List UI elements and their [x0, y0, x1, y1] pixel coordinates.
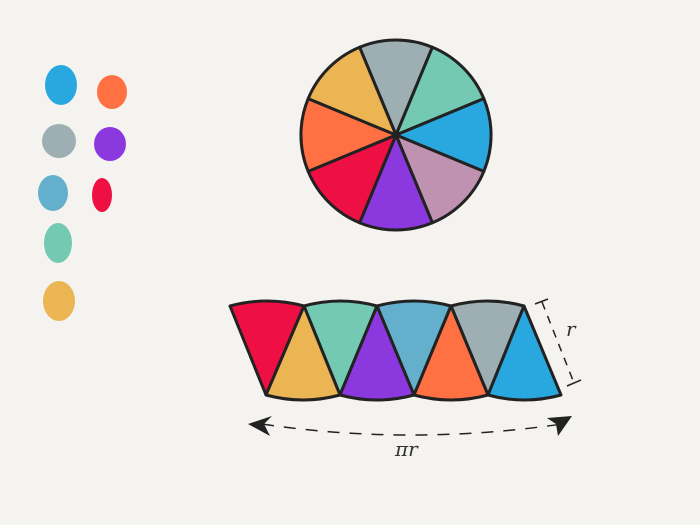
sectored-circle: [299, 38, 493, 232]
swatch-red: [92, 178, 112, 212]
circle-sector-blue: [394, 97, 493, 173]
swatch-gold: [43, 281, 75, 321]
rearranged-sector-strip: [228, 299, 563, 402]
half-circumference-dimension-line: [261, 423, 563, 436]
circle-sector-grey: [358, 38, 434, 137]
swatch-orange: [97, 75, 127, 109]
color-swatches: [38, 65, 127, 321]
radius-dimension-tick-top: [534, 298, 549, 305]
strip-sector-up-blue: [486, 304, 563, 402]
circle-sector-teal: [394, 45, 486, 137]
swatch-blue: [45, 65, 77, 105]
circle-sector-orange: [299, 97, 398, 173]
arrowhead-left-icon: [248, 416, 272, 436]
swatch-grey: [42, 124, 76, 158]
half-circumference-label: πr: [394, 437, 419, 461]
radius-dimension-tick-bottom: [566, 379, 582, 387]
circle-sector-gold: [306, 45, 398, 137]
half-circumference-dimension: πr: [248, 416, 572, 461]
circle-sector-mauve: [394, 133, 486, 225]
radius-dimension: r: [534, 298, 582, 387]
swatch-steel-blue: [38, 175, 68, 211]
radius-label: r: [566, 317, 577, 341]
circle-sector-red: [306, 133, 398, 225]
swatch-teal: [44, 223, 72, 263]
arrowhead-right-icon: [547, 416, 572, 436]
circle-sector-purple: [358, 133, 434, 232]
swatch-purple: [94, 127, 126, 161]
